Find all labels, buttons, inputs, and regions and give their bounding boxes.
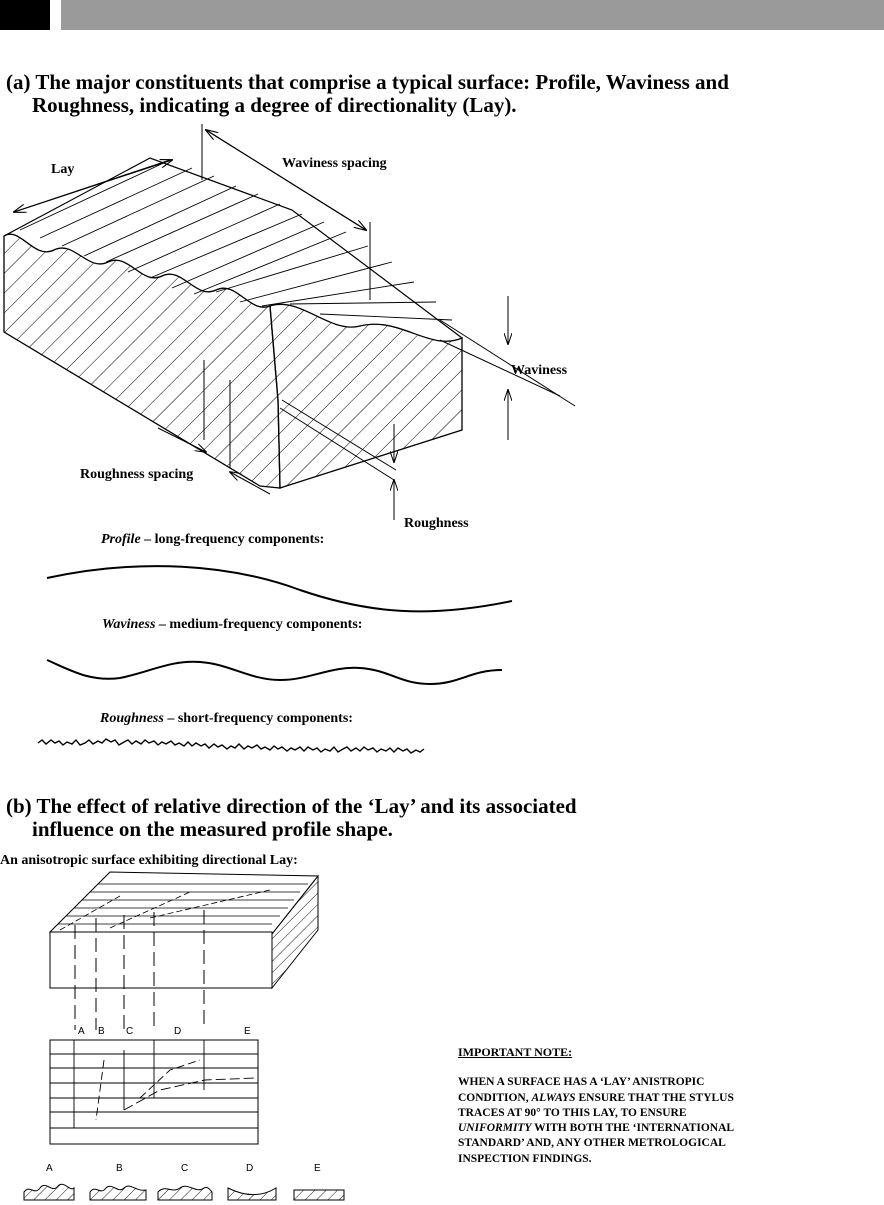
profile-symbols <box>23 1183 345 1201</box>
heading-b-line1: (b) The effect of relative direction of … <box>6 794 577 818</box>
block-side <box>271 874 319 990</box>
symbol-label-c: C <box>181 1163 189 1174</box>
waviness-caption: Waviness – medium-frequency components: <box>102 617 362 633</box>
symbol-label-b: B <box>116 1163 123 1174</box>
header-gray-bar <box>61 0 884 30</box>
profile-curve <box>46 565 513 613</box>
subheading-b: An anisotropic surface exhibiting direct… <box>0 853 298 868</box>
trace-lines <box>74 910 205 1030</box>
note-text-1: WHEN A SURFACE HAS A ‘LAY’ ANISTROPIC CO… <box>458 1076 705 1104</box>
profile-caption: Profile – long-frequency components: <box>101 532 324 548</box>
waviness-label: Waviness <box>511 363 568 378</box>
heading-a: (a) The major constituents that comprise… <box>6 71 729 117</box>
heading-a-line2: Roughness, indicating a degree of direct… <box>32 93 517 117</box>
note-title: IMPORTANT NOTE: <box>458 1045 573 1059</box>
trace-label-e: E <box>244 1026 251 1037</box>
trace-label-a: A <box>78 1026 85 1037</box>
waviness-desc: – medium-frequency components: <box>155 617 363 632</box>
waviness-curve <box>46 659 503 686</box>
roughness-term: Roughness <box>100 711 164 726</box>
end-face <box>269 303 463 489</box>
waviness-term: Waviness <box>102 617 156 632</box>
roughness-curve <box>37 738 425 754</box>
lay-ridges <box>19 159 453 321</box>
roughness-caption: Roughness – short-frequency components: <box>100 711 353 727</box>
header-black-tab <box>0 0 50 30</box>
roughness-spacing-label: Roughness spacing <box>80 467 194 482</box>
heading-a-line1: (a) The major constituents that comprise… <box>6 70 729 94</box>
roughness-label: Roughness <box>404 516 469 531</box>
block-top <box>48 871 320 935</box>
profile-term: Profile <box>101 532 141 547</box>
symbol-label-a: A <box>46 1163 53 1174</box>
trace-label-b: B <box>98 1026 105 1037</box>
note-text-3: WITH BOTH THE ‘INTERNATIONAL STANDARD’ A… <box>458 1122 734 1165</box>
lay-label: Lay <box>51 162 75 177</box>
trace-label-c: C <box>126 1026 134 1037</box>
roughness-desc: – short-frequency components: <box>163 711 353 726</box>
waviness-spacing-label: Waviness spacing <box>282 156 387 171</box>
trace-label-d: D <box>174 1026 182 1037</box>
heading-b-line2: influence on the measured profile shape. <box>32 817 393 841</box>
heading-b: (b) The effect of relative direction of … <box>6 795 577 841</box>
symbol-label-d: D <box>246 1163 254 1174</box>
note-text-2: ENSURE THAT THE STYLUS TRACES AT 90° TO … <box>458 1091 734 1119</box>
block-front <box>49 931 273 989</box>
symbol-label-e: E <box>314 1163 321 1174</box>
note-emphasis-always: ALWAYS <box>531 1091 576 1104</box>
profile-desc: – long-frequency components: <box>140 532 325 547</box>
important-note: IMPORTANT NOTE: WHEN A SURFACE HAS A ‘LA… <box>458 1045 758 1167</box>
note-emphasis-uniformity: UNIFORMITY <box>458 1122 532 1135</box>
